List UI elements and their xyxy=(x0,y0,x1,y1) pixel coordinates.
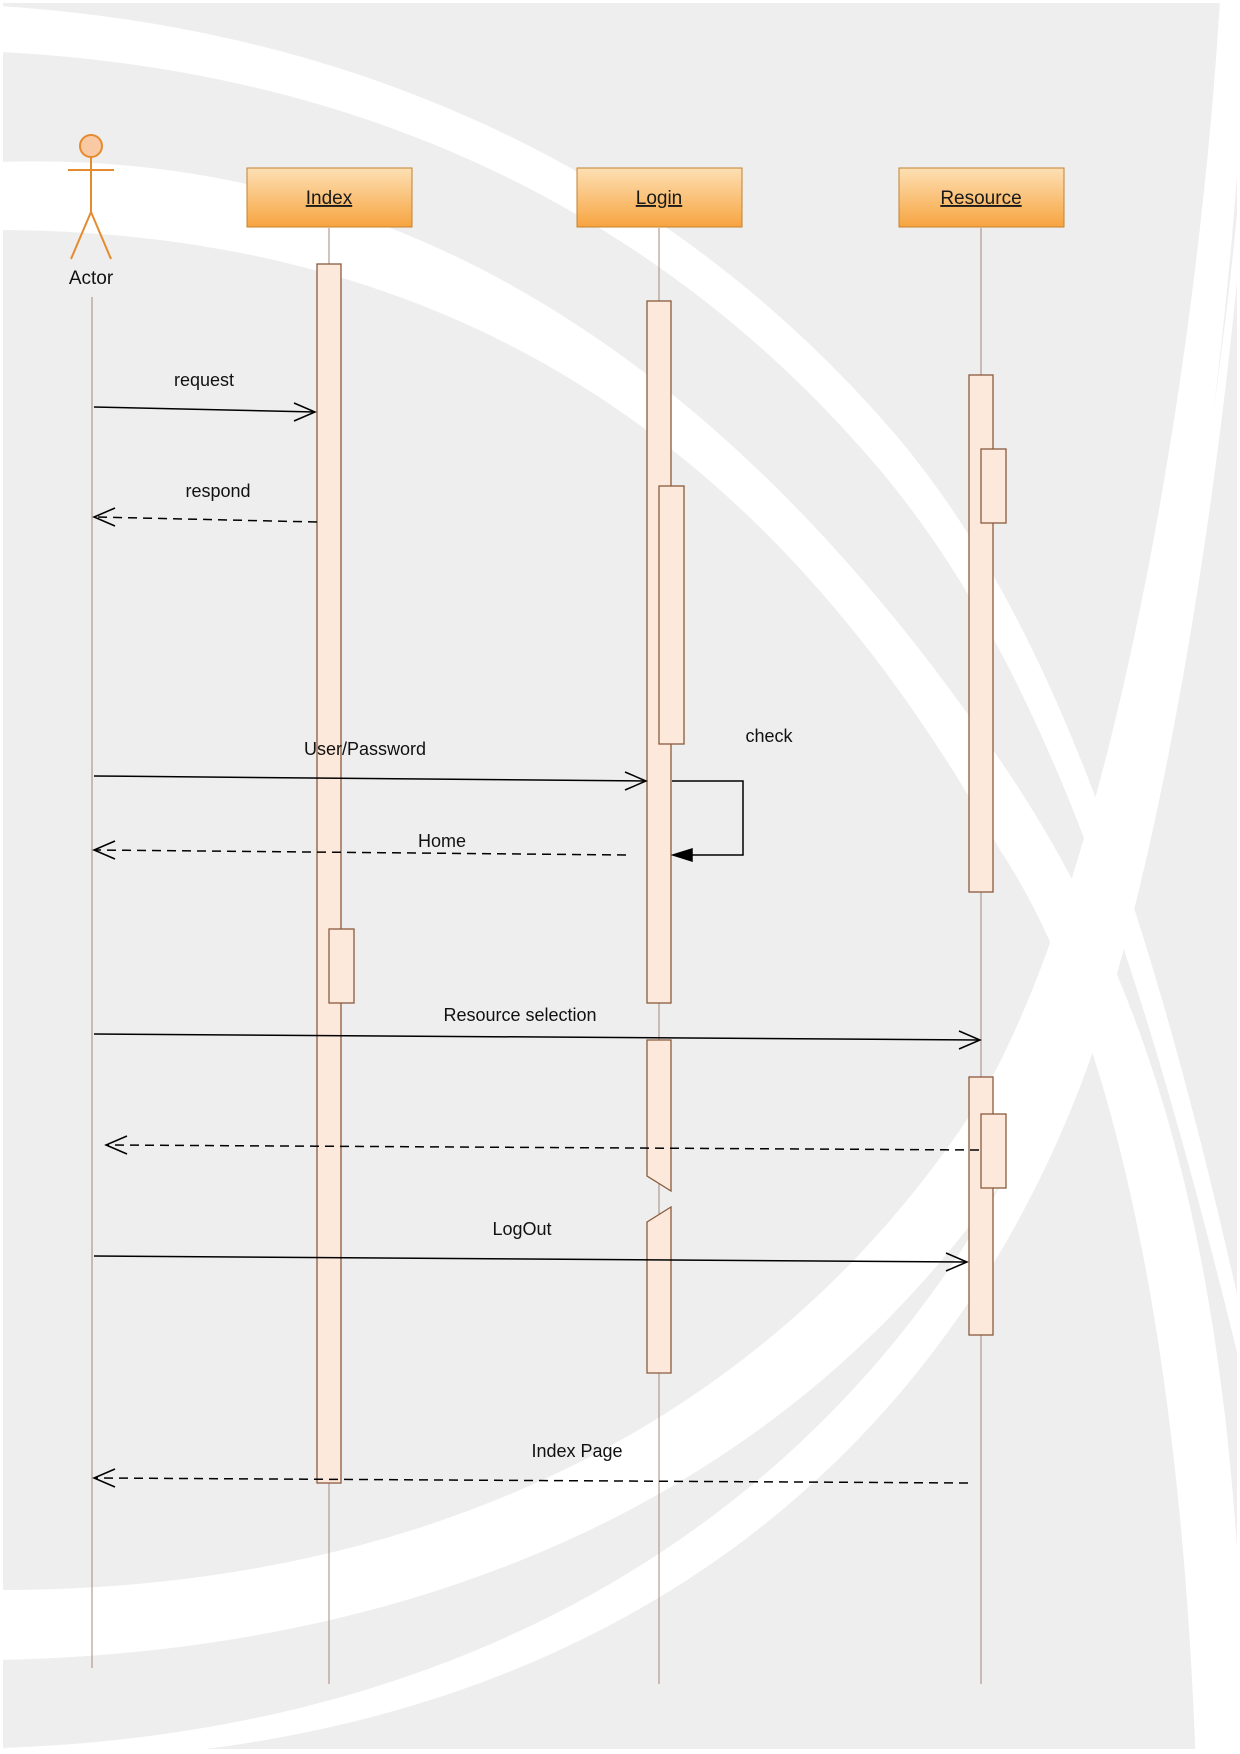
open-arrowhead-icon xyxy=(92,507,116,527)
open-arrowhead-icon xyxy=(92,1468,116,1488)
lifeline-label-resource: Resource xyxy=(940,188,1021,209)
activation-resource-nested[interactable] xyxy=(980,448,1007,524)
message-request[interactable] xyxy=(93,402,317,422)
open-arrowhead-icon xyxy=(293,402,317,422)
lifeline-header-index[interactable]: Index xyxy=(246,167,413,228)
filled-arrowhead-icon xyxy=(670,847,693,863)
open-arrowhead-icon xyxy=(945,1252,969,1272)
message-line xyxy=(93,406,316,413)
header-box xyxy=(576,167,743,228)
message-respond[interactable] xyxy=(92,507,318,527)
message-labels: request respond User/Password check Home… xyxy=(174,370,794,1461)
message-line xyxy=(93,1255,967,1263)
message-label-index-page: Index Page xyxy=(531,1441,622,1461)
message-resource-selection[interactable] xyxy=(93,1030,982,1050)
message-user-password[interactable] xyxy=(93,771,648,791)
activation-login-continuation-top[interactable] xyxy=(646,1039,672,1193)
open-arrowhead-icon xyxy=(104,1135,128,1155)
message-label-home: Home xyxy=(418,831,466,851)
header-box xyxy=(898,167,1065,228)
messages xyxy=(92,402,982,1488)
actor-left-leg-icon xyxy=(70,211,92,260)
actor-label: Actor xyxy=(69,268,114,289)
lifeline-label-index: Index xyxy=(306,188,353,209)
message-line xyxy=(93,775,646,782)
message-label-logout: LogOut xyxy=(492,1219,551,1239)
message-index-page[interactable] xyxy=(92,1468,969,1488)
message-logout[interactable] xyxy=(93,1252,969,1272)
actor[interactable] xyxy=(68,134,114,260)
open-arrowhead-icon xyxy=(958,1030,982,1050)
open-arrowhead-icon xyxy=(92,840,116,860)
message-line xyxy=(95,1477,969,1484)
message-line xyxy=(95,849,627,856)
message-home[interactable] xyxy=(92,840,627,860)
message-line xyxy=(672,780,744,856)
lifeline-label-login: Login xyxy=(636,188,683,209)
activation-resource-second-nested[interactable] xyxy=(980,1113,1007,1189)
message-line xyxy=(107,1144,980,1151)
open-arrowhead-icon xyxy=(624,771,648,791)
message-label-request: request xyxy=(174,370,234,390)
message-line xyxy=(93,1033,980,1041)
message-resource-return[interactable] xyxy=(104,1135,980,1155)
message-check-self[interactable] xyxy=(670,780,744,863)
activations xyxy=(316,263,1007,1484)
lifeline-header-resource[interactable]: Resource xyxy=(898,167,1065,228)
message-label-user-password: User/Password xyxy=(304,739,426,759)
actor-right-leg-icon xyxy=(90,211,112,260)
activation-login-nested[interactable] xyxy=(658,485,685,745)
activation-index-nested[interactable] xyxy=(328,928,355,1004)
actor-head-icon xyxy=(79,134,103,158)
background-swoosh-lower xyxy=(3,3,1237,1660)
message-label-resource-selection: Resource selection xyxy=(443,1005,596,1025)
message-line xyxy=(95,516,318,523)
lifeline-header-login[interactable]: Login xyxy=(576,167,743,228)
message-label-check: check xyxy=(745,726,793,746)
header-box xyxy=(246,167,413,228)
message-label-respond: respond xyxy=(185,481,250,501)
activation-login-continuation-bottom[interactable] xyxy=(646,1205,672,1374)
activation-index-main[interactable] xyxy=(316,263,342,1484)
